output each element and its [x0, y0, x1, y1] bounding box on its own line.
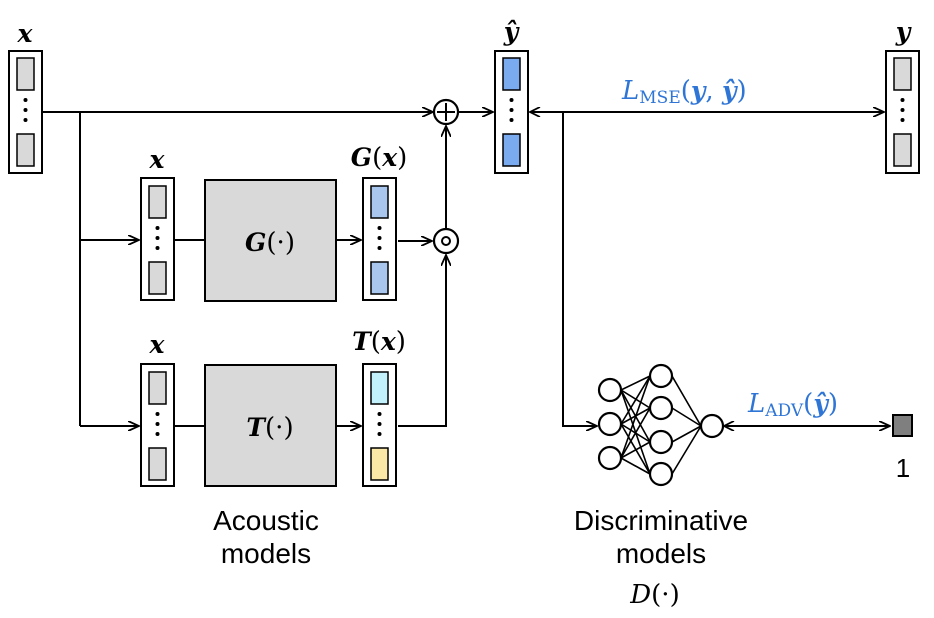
t-input-x-label: x	[149, 330, 166, 359]
yhat-label: ŷ	[503, 17, 520, 46]
acoustic-caption-line2: models	[221, 538, 311, 569]
hadamard-operator-icon	[432, 227, 460, 255]
acoustic-caption-line1: Acoustic	[213, 505, 319, 536]
g-input-vector-x	[140, 177, 175, 301]
yhat-to-discriminator-arrow	[562, 112, 597, 426]
discriminator-function-label: D(·)	[629, 580, 679, 610]
g-output-vector	[362, 177, 397, 301]
input-vector-x	[8, 50, 43, 174]
adv-loss-label: LADV(ŷ)	[747, 389, 838, 421]
t-model-box	[204, 364, 337, 487]
y-target-label: y	[895, 17, 912, 46]
discriminator-output-cell	[892, 414, 913, 437]
t-output-vector	[362, 363, 397, 487]
t-to-product-arrow	[398, 255, 446, 427]
output-vector-yhat	[494, 50, 529, 174]
target-vector-y	[885, 50, 920, 174]
g-model-label: G(·)	[245, 228, 295, 258]
t-output-label: T(x)	[352, 327, 406, 357]
discriminator-network-icon	[597, 363, 725, 487]
sum-operator-icon	[432, 98, 460, 126]
output-target-value: 1	[896, 453, 910, 483]
input-x-label: x	[17, 19, 34, 48]
discriminative-caption-line2: models	[616, 538, 706, 569]
t-model-label: T(·)	[246, 413, 293, 443]
g-model-box	[204, 179, 337, 302]
mse-loss-label: LMSE(y, ŷ)	[621, 76, 747, 108]
t-input-vector-x	[140, 363, 175, 487]
g-output-label: G(x)	[351, 143, 408, 173]
g-input-x-label: x	[149, 145, 166, 174]
discriminative-caption-line1: Discriminative	[574, 505, 748, 536]
